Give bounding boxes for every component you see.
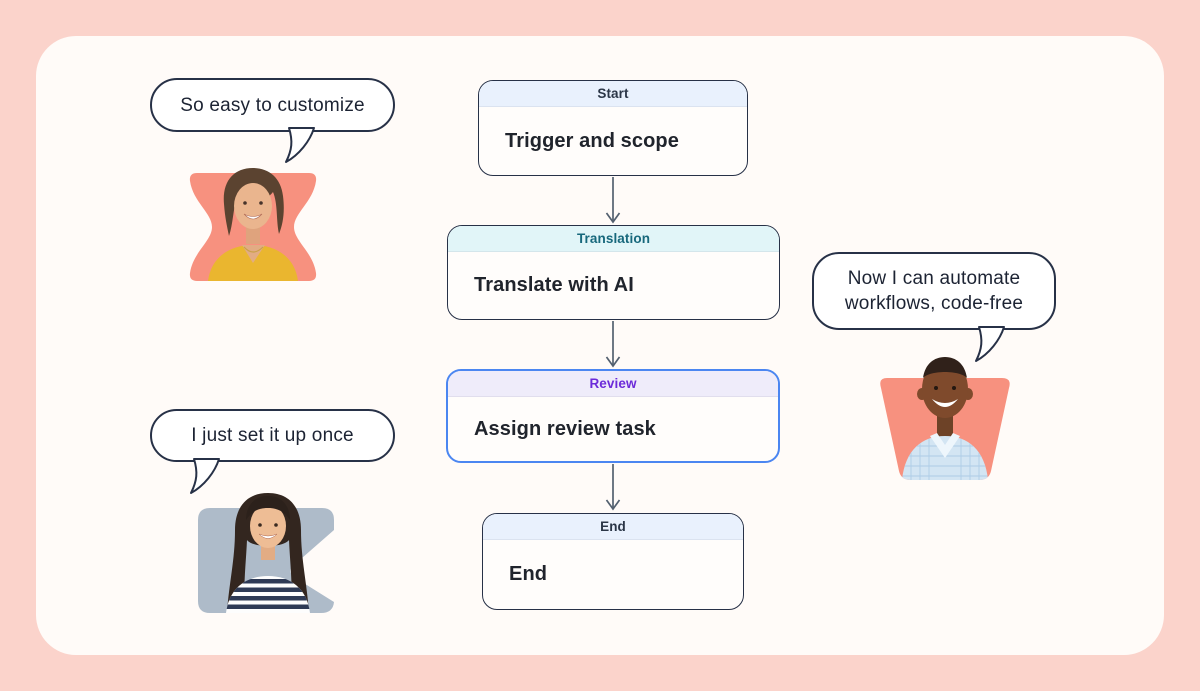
- woman2-fringe: [246, 496, 290, 520]
- speech-bubble-automate-text: Now I can automate workflows, code-free: [844, 268, 1024, 314]
- flow-node-start[interactable]: Start Trigger and scope: [478, 80, 748, 176]
- avatar-woman-yellow: [189, 168, 317, 281]
- flow-node-start-header: Start: [479, 81, 747, 107]
- speech-bubble-automate: Now I can automate workflows, code-free: [812, 252, 1056, 330]
- woman2-striped-top: [226, 576, 310, 613]
- speech-bubble-customize: So easy to customize: [150, 78, 395, 132]
- flow-node-end-header: End: [483, 514, 743, 540]
- speech-bubble-customize-tail: [285, 127, 315, 163]
- flow-node-translation-header: Translation: [448, 226, 779, 252]
- woman1-neck: [246, 224, 260, 244]
- man-hairline: [923, 357, 967, 378]
- speech-bubble-setup-text: I just set it up once: [191, 425, 354, 446]
- flow-node-translation[interactable]: Translation Translate with AI: [447, 225, 780, 320]
- flow-node-end-label: End: [509, 563, 548, 585]
- woman2-neck: [261, 544, 275, 560]
- avatar-man-blue-shirt: [880, 357, 1010, 480]
- avatar-woman-striped: [198, 493, 334, 613]
- speech-bubble-customize-text: So easy to customize: [180, 94, 365, 116]
- man-collar: [930, 433, 960, 458]
- man-neck: [937, 414, 953, 438]
- woman2-face: [250, 504, 286, 548]
- flow-node-review-selected[interactable]: Review Assign review task: [446, 369, 780, 463]
- speech-bubble-setup: I just set it up once: [150, 409, 395, 462]
- man-face: [922, 360, 968, 418]
- speech-bubble-automate-tail: [975, 326, 1005, 362]
- flow-node-end[interactable]: End End: [482, 513, 744, 610]
- woman1-face: [234, 183, 272, 229]
- speech-bubble-setup-tail: [190, 458, 220, 494]
- woman2-hair: [227, 493, 309, 613]
- flow-node-translation-label: Translate with AI: [474, 274, 634, 296]
- woman1-hair: [223, 168, 284, 236]
- flow-node-review-header: Review: [448, 371, 778, 397]
- flow-node-review-label: Assign review task: [474, 417, 656, 440]
- flow-node-start-label: Trigger and scope: [505, 129, 679, 152]
